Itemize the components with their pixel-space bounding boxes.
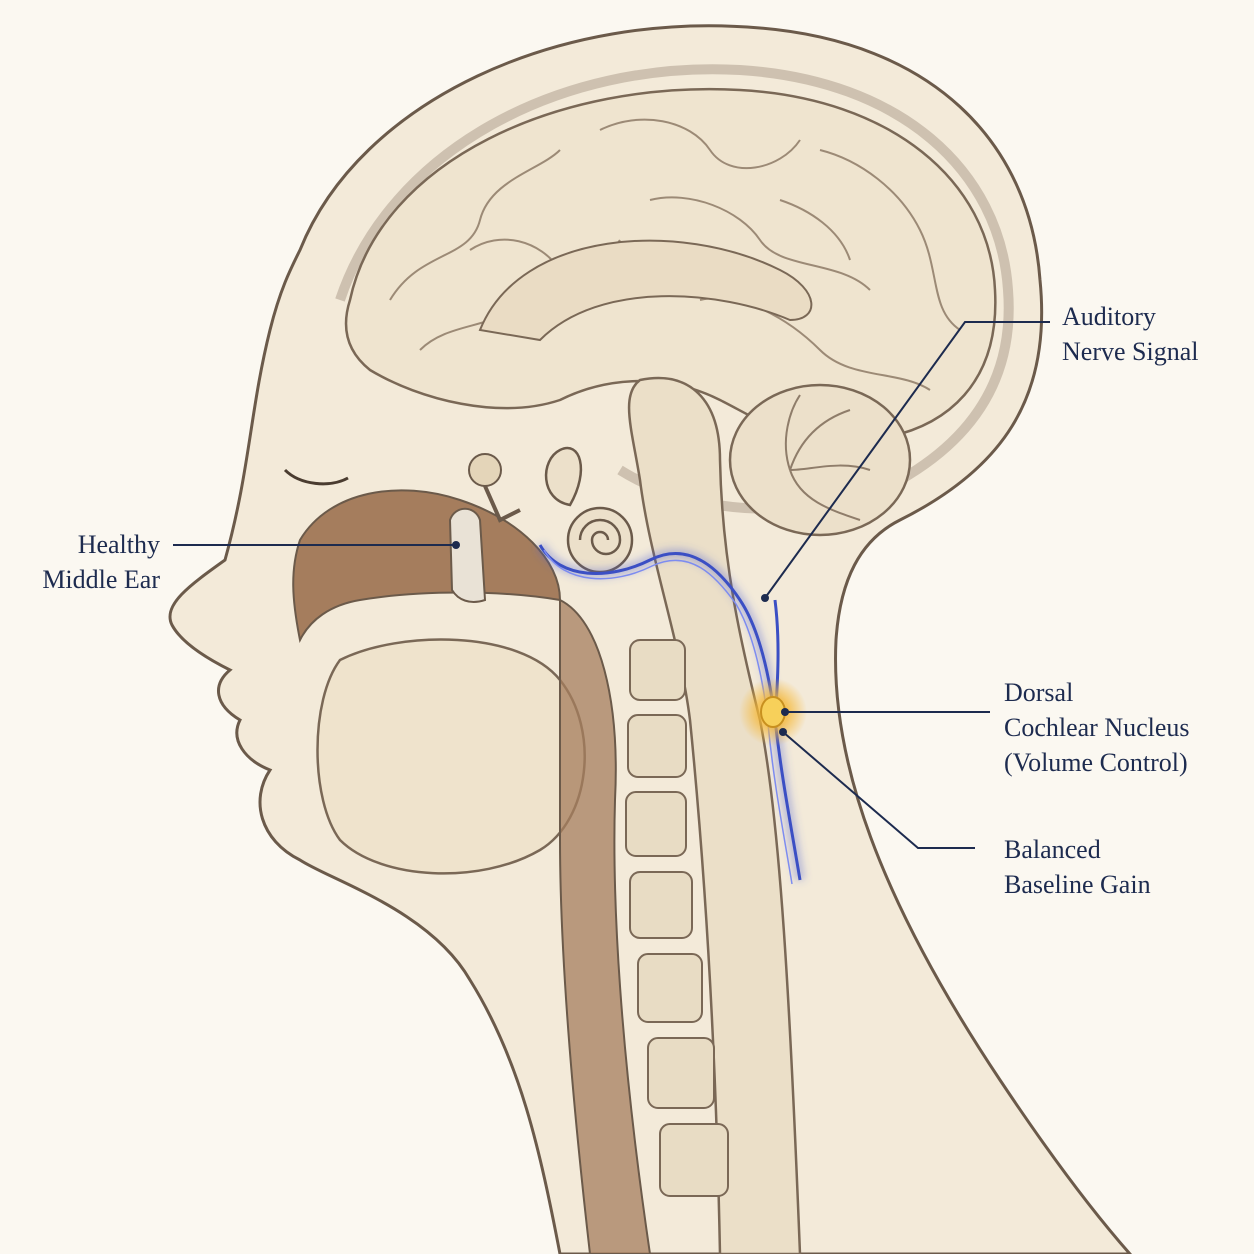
cerebellum-branches: [784, 394, 871, 521]
nerve-signal-path: [535, 542, 805, 885]
leader-auditory-nerve: [764, 321, 1050, 599]
closed-eye: [283, 468, 349, 486]
corpus-callosum: [478, 239, 813, 342]
middle-ear-structure: [448, 453, 521, 603]
cochlea: [544, 446, 634, 574]
brainstem: [627, 376, 802, 1254]
label-balanced-baseline-gain: Balanced Baseline Gain: [1004, 832, 1151, 902]
label-dcn-line2: Cochlear Nucleus: [1004, 713, 1190, 742]
label-dcn-line1: Dorsal: [1004, 678, 1074, 707]
label-auditory-nerve-signal: Auditory Nerve Signal: [1062, 299, 1198, 369]
label-baseline-line2: Baseline Gain: [1004, 870, 1151, 899]
label-middle-ear-line2: Middle Ear: [42, 565, 160, 594]
label-healthy-middle-ear: Healthy Middle Ear: [20, 527, 160, 597]
vertebrae: [625, 639, 729, 1197]
label-auditory-line1: Auditory: [1062, 302, 1156, 331]
nasal-cavity: [292, 489, 562, 644]
label-dorsal-cochlear-nucleus: Dorsal Cochlear Nucleus (Volume Control): [1004, 675, 1190, 780]
pharynx: [559, 598, 652, 1254]
cerebellum: [728, 383, 912, 537]
label-auditory-line2: Nerve Signal: [1062, 337, 1199, 366]
label-baseline-line1: Balanced: [1004, 835, 1101, 864]
tongue: [316, 638, 586, 875]
label-dcn-line3: (Volume Control): [1004, 748, 1188, 777]
leader-dots: [452, 541, 789, 736]
leader-lines: [173, 321, 1050, 849]
label-middle-ear-line1: Healthy: [77, 530, 160, 559]
leader-baseline: [782, 731, 975, 849]
